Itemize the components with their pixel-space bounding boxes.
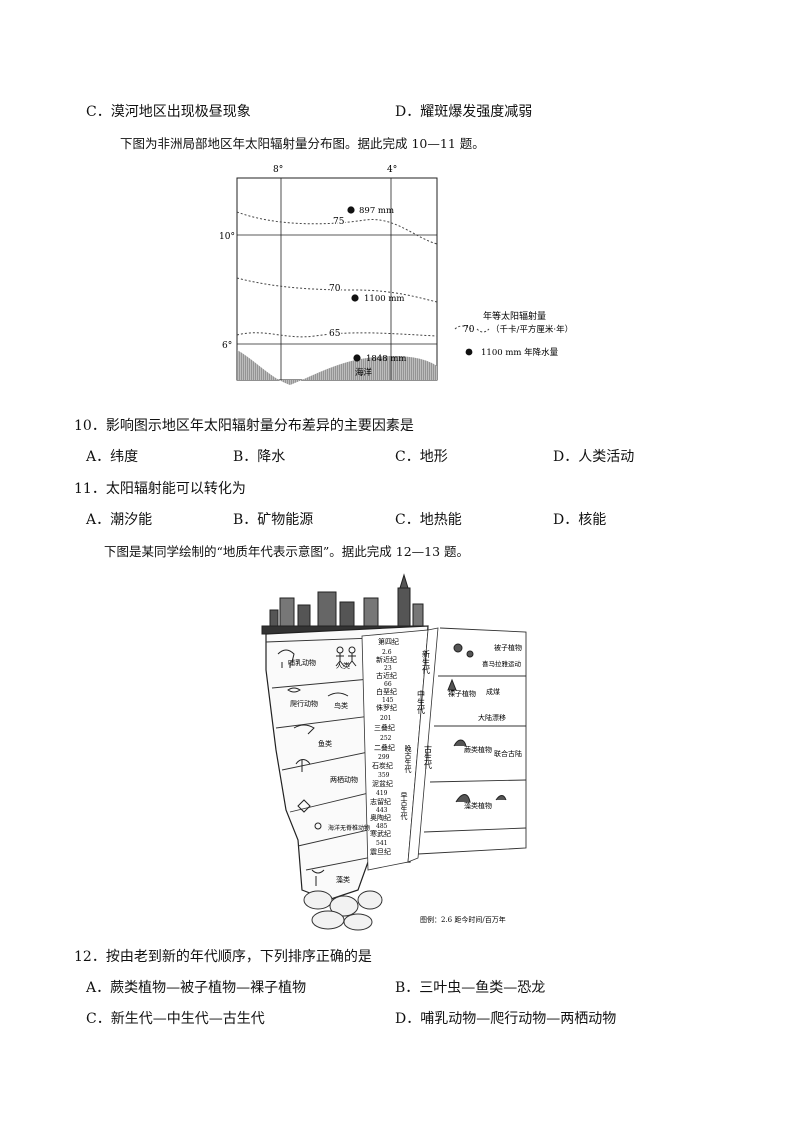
period-label: 第四纪 (378, 637, 399, 646)
isoline-value-65: 65 (329, 329, 341, 339)
lat-label-10: 10° (219, 232, 235, 242)
lon-label-4: 4° (387, 165, 397, 175)
period-label: 白垩纪 (376, 687, 397, 696)
plant-label: 被子植物 (494, 643, 522, 652)
event-label: 联合古陆 (494, 749, 522, 758)
q11-option-a: A．潮汐能 (86, 512, 153, 528)
life-label: 爬行动物 (290, 699, 318, 708)
age-number: 485 (376, 823, 388, 830)
svg-text:65: 65 (329, 329, 341, 339)
q9-option-d: D．耀斑爆发强度减弱 (395, 104, 533, 120)
svg-text:75: 75 (333, 217, 345, 227)
solar-radiation-map: 8° 4° 10° 6° 75 75 70 70 65 65 897 mm 11… (219, 165, 573, 385)
event-label: 成煤 (486, 687, 500, 696)
age-number: 66 (384, 681, 392, 688)
q12-option-d: D．哺乳动物—爬行动物—两栖动物 (395, 1011, 617, 1027)
event-label: 大陆漂移 (478, 713, 506, 722)
period-label: 石炭纪 (372, 761, 393, 770)
station-dot-3 (353, 354, 361, 362)
age-number: 359 (378, 772, 390, 779)
era-sub-late: 晚古生代 (404, 744, 412, 774)
chart-caption: 图例：2.6 距今时间/百万年 (420, 915, 506, 924)
age-number: 419 (376, 790, 388, 797)
age-number: 299 (378, 754, 390, 761)
legend-dot (465, 348, 473, 356)
q10-option-c: C．地形 (395, 449, 448, 465)
period-label: 奥陶纪 (370, 813, 391, 822)
isoline-value-75: 75 (333, 217, 345, 227)
station-dot-1 (347, 206, 355, 214)
life-label: 鱼类 (318, 739, 332, 748)
life-label: 鸟类 (334, 701, 348, 710)
legend-dot-label: 1100 mm 年降水量 (481, 347, 559, 358)
sea-label: 海洋 (355, 367, 373, 378)
q10-option-b: B．降水 (233, 449, 286, 465)
q11-option-b: B．矿物能源 (233, 512, 314, 528)
period-label: 志留纪 (370, 797, 391, 806)
svg-text:第四纪: 第四纪 (378, 637, 399, 646)
isoline-70 (236, 277, 438, 303)
period-label: 二叠纪 (374, 743, 395, 752)
plant-label: 裸子植物 (448, 689, 476, 698)
age-number: 2.6 (382, 649, 392, 656)
age-number: 541 (376, 840, 387, 847)
q10-stem: 10．影响图示地区年太阳辐射量分布差异的主要因素是 (74, 418, 414, 434)
lon-label-8: 8° (273, 165, 283, 175)
isoline-value-70: 70 (329, 284, 341, 294)
flora-sketches (447, 643, 507, 803)
intro-10-11: 下图为非洲局部地区年太阳辐射量分布图。据此完成 10—11 题。 (120, 136, 485, 151)
q10-option-a: A．纬度 (86, 449, 139, 465)
station-label-3: 1848 mm (366, 354, 406, 364)
era-label-paleozoic: 古生代 (424, 744, 433, 770)
intro-12-13: 下图是某同学绘制的“地质年代表示意图”。据此完成 12—13 题。 (104, 544, 470, 559)
era-label-cenozoic: 新生代 (422, 649, 431, 675)
period-label: 侏罗纪 (376, 703, 397, 712)
city-skyline-drawing (261, 573, 429, 635)
lat-label-6: 6° (222, 341, 232, 351)
station-label-1: 897 mm (359, 206, 394, 216)
period-label: 新近纪 (376, 655, 397, 664)
q10-option-d: D．人类活动 (553, 449, 635, 465)
station-label-2: 1100 mm (364, 294, 404, 304)
age-number: 443 (376, 807, 388, 814)
q11-stem: 11．太阳辐射能可以转化为 (74, 481, 246, 497)
bedrock-drawing (303, 890, 383, 931)
era-sub-early: 早古生代 (400, 792, 408, 821)
life-label: 两栖动物 (330, 775, 358, 784)
period-label: 泥盆纪 (372, 779, 393, 788)
life-label: 藻类 (336, 875, 350, 884)
sea-area (237, 350, 437, 385)
q12-option-a: A．蕨类植物—被子植物—裸子植物 (86, 980, 307, 996)
legend-title: 年等太阳辐射量 (483, 310, 546, 322)
svg-text:70: 70 (329, 284, 341, 294)
life-label: 哺乳动物 (288, 658, 316, 667)
life-label: 海洋无脊椎动物 (328, 824, 370, 832)
period-label: 三叠纪 (374, 723, 395, 732)
q11-option-c: C．地热能 (395, 512, 462, 528)
legend-iso-value: 70 (463, 325, 475, 335)
q9-option-c: C．漠河地区出现极昼现象 (86, 104, 251, 120)
period-label: 寒武纪 (370, 829, 391, 838)
period-label: 震旦纪 (370, 847, 391, 856)
age-number: 23 (384, 665, 392, 672)
period-label: 古近纪 (376, 671, 397, 680)
q11-option-d: D．核能 (553, 512, 607, 528)
map-frame (236, 177, 438, 381)
fauna-sketches (277, 646, 357, 886)
legend-iso-unit: （千卡/平方厘米·年） (491, 324, 573, 335)
station-dot-2 (351, 294, 359, 302)
plant-label: 蕨类植物 (464, 745, 492, 754)
era-label-mesozoic: 中生代 (417, 689, 426, 715)
event-label: 喜马拉雅运动 (482, 659, 522, 668)
isoline-75 (236, 211, 438, 245)
legend-iso-line (454, 325, 472, 330)
q12-option-b: B．三叶虫—鱼类—恐龙 (395, 980, 546, 996)
q12-stem: 12．按由老到新的年代顺序，下列排序正确的是 (74, 949, 372, 965)
age-number: 201 (380, 715, 391, 722)
plant-label: 藻类植物 (464, 801, 492, 810)
age-number: 145 (382, 697, 394, 704)
q12-option-c: C．新生代—中生代—古生代 (86, 1011, 265, 1027)
geologic-time-chart: 第四纪 新近纪 古近纪 白垩纪 侏罗纪 三叠纪 二叠纪 石炭纪 泥盆纪 志留纪 … (261, 573, 527, 931)
age-number: 252 (380, 735, 392, 742)
